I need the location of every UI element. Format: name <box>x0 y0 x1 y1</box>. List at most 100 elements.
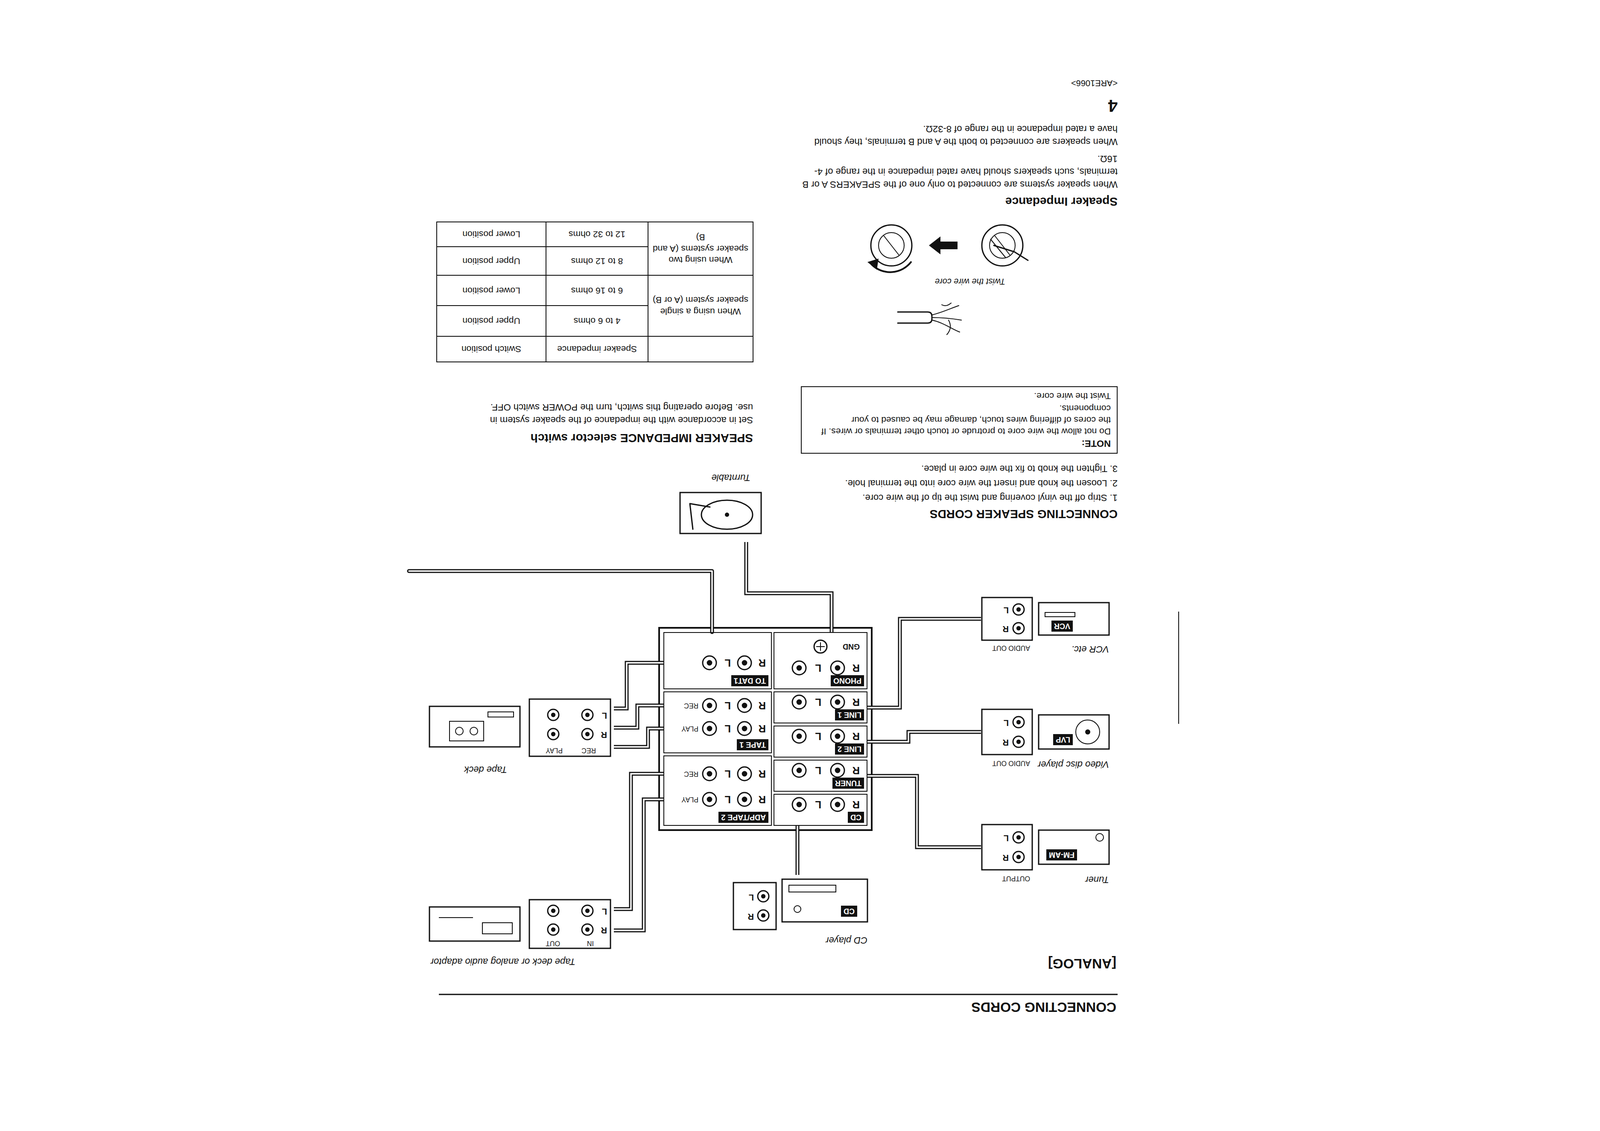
jack-block <box>981 709 1033 755</box>
margin-line <box>1178 611 1180 725</box>
tape-section: TAPE 1 <box>663 691 772 754</box>
jack-label: L <box>1003 832 1009 844</box>
table-cell: Lower position <box>436 221 546 247</box>
wire-core <box>993 245 1028 261</box>
jack-label: L <box>748 892 754 903</box>
heading-rule <box>438 994 1118 996</box>
audio-cable <box>613 662 664 709</box>
jack-label: L <box>601 906 608 917</box>
jack-label: OUTPUT <box>1001 874 1031 883</box>
jack-label: PLAY <box>681 795 699 804</box>
body-text: When speaker systems are connected to on… <box>800 152 1118 191</box>
table-cell: Upper position <box>436 246 546 276</box>
display-window <box>482 922 513 935</box>
cable-outer <box>613 662 664 709</box>
jack-label: R <box>1002 852 1009 864</box>
spindle <box>724 512 730 517</box>
tape-slot <box>1045 612 1075 617</box>
rca-pin <box>585 712 590 718</box>
knob-hatch <box>883 235 900 256</box>
rca-pin <box>761 894 766 899</box>
cable-outer <box>746 542 832 633</box>
section-tag: TO DAT1 <box>731 675 769 687</box>
device: CD playerCD <box>730 875 868 931</box>
page-number: 4 <box>1108 95 1118 117</box>
rca-jack <box>702 767 717 781</box>
device-caption: Video disc player <box>1037 759 1110 771</box>
rca-pin <box>741 797 748 803</box>
rca-jack <box>1013 832 1025 844</box>
audio-cable <box>867 776 982 848</box>
jack-label: REC <box>581 746 596 755</box>
note-text: NOTE: <box>807 437 1111 450</box>
arrow <box>928 236 958 255</box>
section-tag: TAPE 1 <box>736 739 769 751</box>
table-cell: Upper position <box>436 305 546 337</box>
audio-cable <box>746 542 832 633</box>
jack-label: R <box>758 767 766 781</box>
wire-strand <box>931 317 962 321</box>
rca-jack <box>547 709 559 721</box>
rca-pin <box>585 908 590 914</box>
table-rule <box>436 246 649 248</box>
jack-block <box>981 597 1033 641</box>
device-caption: Tape deck <box>464 764 508 776</box>
rca-pin <box>796 699 803 706</box>
table-rule <box>436 335 754 337</box>
rca-jack <box>1013 736 1025 748</box>
disc-player-body <box>1038 715 1110 750</box>
tuning-knob <box>1095 833 1104 842</box>
rca-pin <box>551 732 556 737</box>
figure-caption: Twist the wire core <box>934 276 1006 287</box>
input-section: PHONO <box>773 632 868 690</box>
rca-jack <box>581 709 593 721</box>
rca-jack <box>830 695 845 710</box>
jack-block <box>981 824 1033 871</box>
jack-label: R <box>758 656 766 670</box>
rca-jack <box>830 729 845 744</box>
device-caption: VCR etc. <box>1071 643 1110 655</box>
device-name: LVP <box>1053 734 1073 746</box>
jack-block <box>529 699 611 757</box>
audio-cable <box>867 618 982 708</box>
finger <box>946 320 951 335</box>
device-name: FM-AM <box>1046 849 1078 861</box>
rca-pin <box>585 927 590 932</box>
body-text: Set in accordance with the impedance of … <box>471 400 754 427</box>
device-caption: Tape deck or analog audio adaptor <box>430 956 576 968</box>
jack-label: R <box>1002 623 1009 635</box>
front-detail <box>438 917 473 919</box>
rca-jack <box>1013 851 1025 863</box>
cable-inner <box>867 618 982 708</box>
table-frame <box>436 221 754 363</box>
ground-terminal <box>814 640 827 654</box>
jack-label: GND <box>842 642 860 652</box>
disc-tray <box>788 885 836 893</box>
jack-label: R <box>758 699 766 713</box>
rca-jack <box>1013 716 1025 728</box>
device: Video disc playerLVP <box>981 708 1110 756</box>
jack-label: REC <box>683 769 699 779</box>
section-tag: LINE 2 <box>835 743 865 755</box>
table-cell: 8 to 12 ohms <box>545 246 649 276</box>
rca-pin <box>796 767 803 774</box>
section-heading: Speaker Impedance <box>1005 194 1118 210</box>
section-tag: TUNER <box>832 777 865 789</box>
rca-pin <box>1016 626 1021 631</box>
rca-pin <box>835 767 841 774</box>
rca-pin <box>1016 739 1021 745</box>
rca-pin <box>1016 720 1021 725</box>
terminal-knob <box>981 224 1023 266</box>
jack-label: L <box>814 661 822 675</box>
rca-jack <box>792 695 806 710</box>
rca-pin <box>796 665 803 672</box>
table-rule <box>436 274 754 276</box>
rca-jack <box>757 890 769 903</box>
device-name: VCR <box>1051 620 1073 632</box>
table-cell: Speaker impedance <box>545 336 649 363</box>
jack-label: REC <box>683 701 699 710</box>
rca-jack <box>792 729 806 744</box>
jack-block <box>529 899 611 949</box>
rca-jack <box>792 797 806 812</box>
